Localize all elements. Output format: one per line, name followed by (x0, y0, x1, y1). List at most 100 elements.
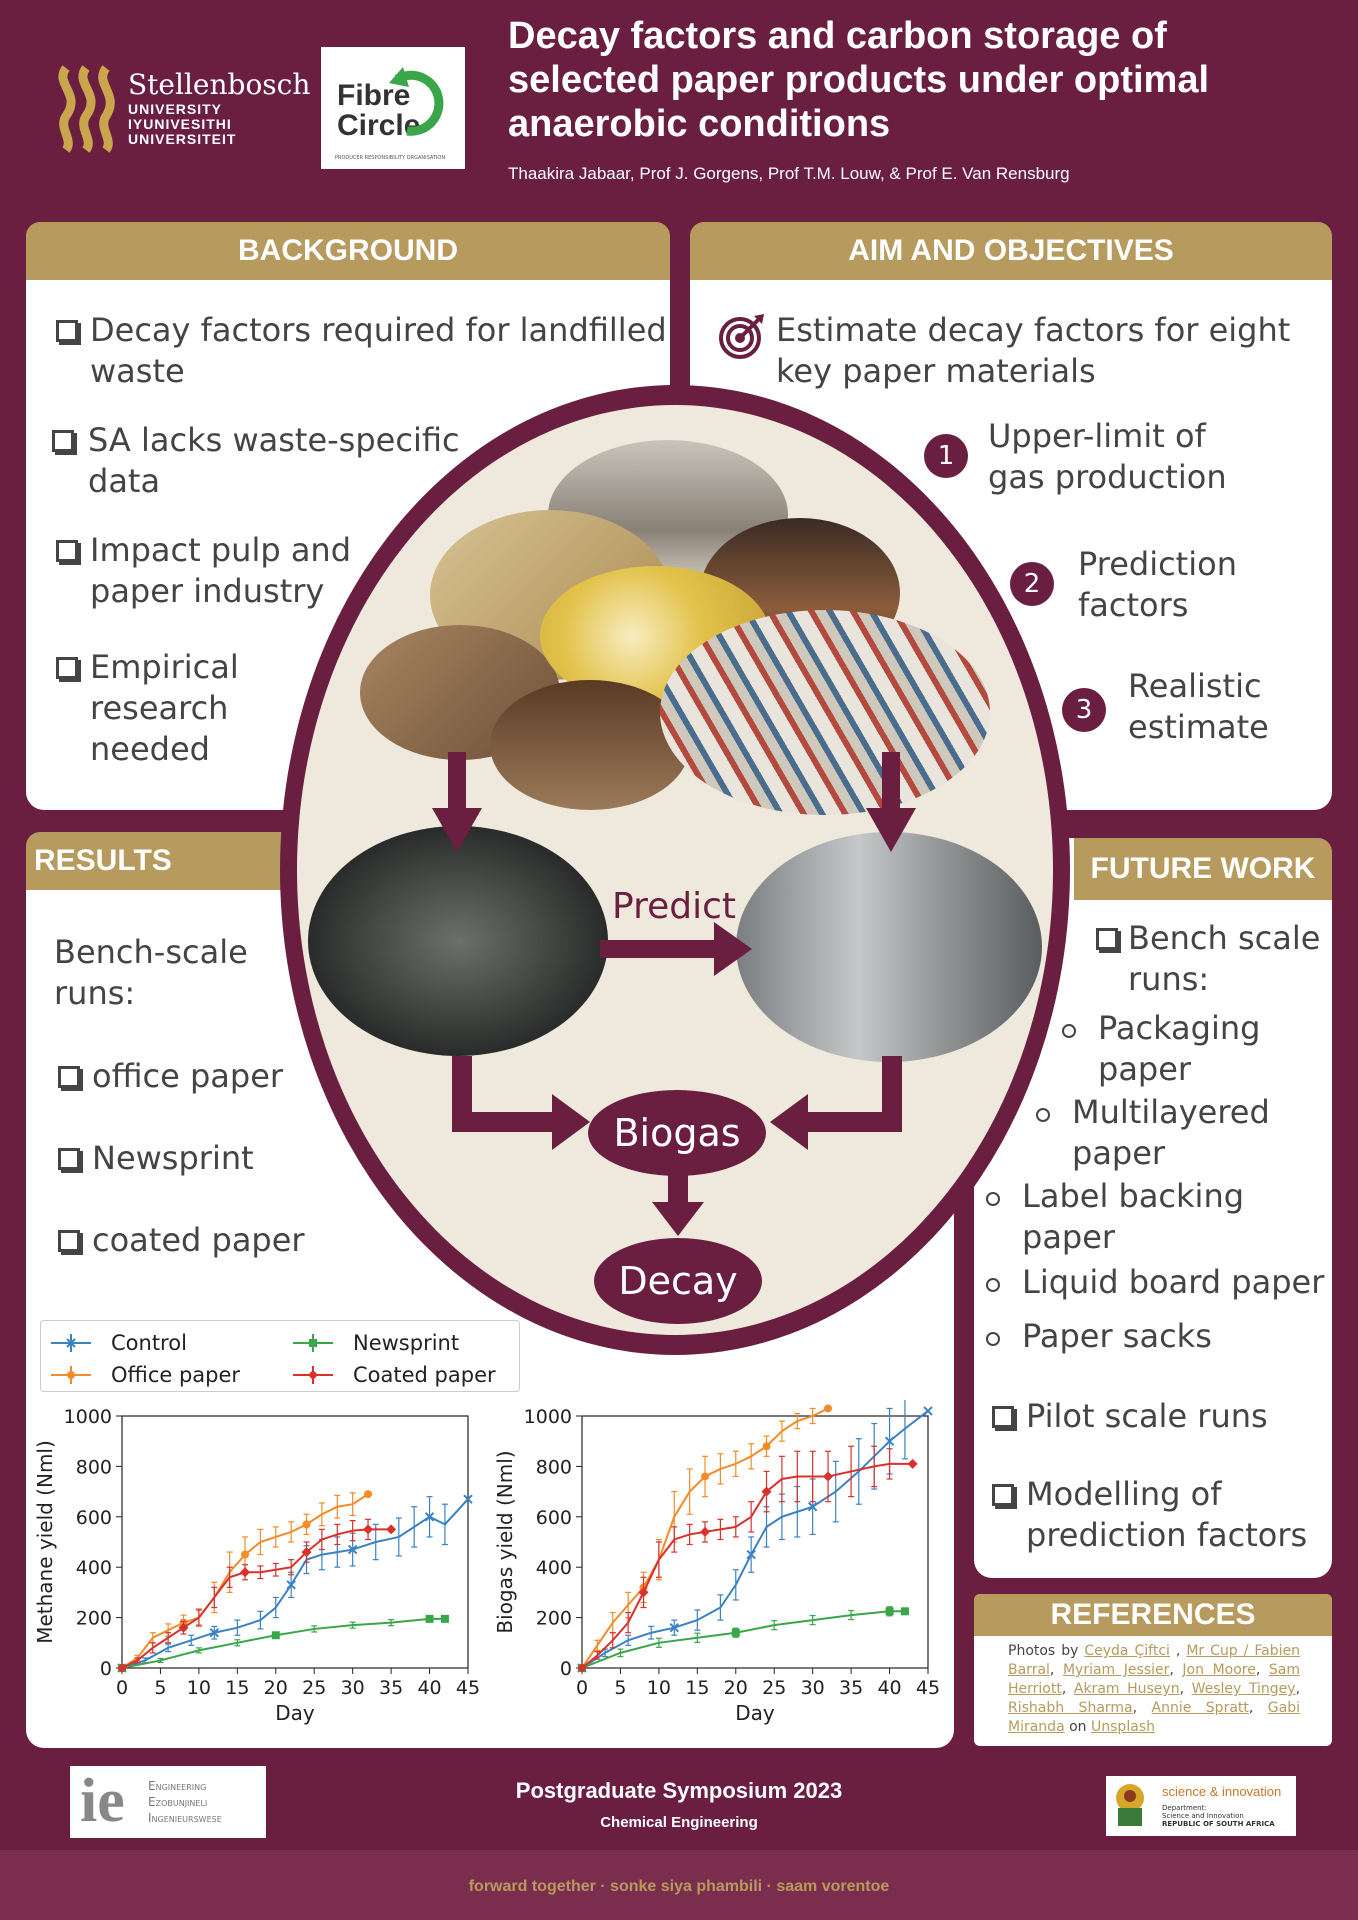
stellenbosch-name: Stellenbosch (128, 68, 311, 101)
future-sub-item: Liquid board paper (984, 1262, 1324, 1303)
data-point (884, 1436, 895, 1446)
data-point (347, 1544, 358, 1555)
objective-item: Upper-limit of gas production (988, 417, 1227, 496)
y-tick-label: 800 (76, 1456, 112, 1478)
data-point (286, 1580, 296, 1590)
objective-item: Realistic estimate (1128, 667, 1269, 746)
x-tick-label: 15 (685, 1677, 709, 1699)
arrow-head (866, 808, 916, 852)
ref-link[interactable]: Ceyda Çiftci (1084, 1643, 1170, 1659)
data-point (178, 1622, 189, 1633)
checkbox-icon (992, 1484, 1014, 1506)
ref-link[interactable]: Mr Cup / Fabien Barral (1008, 1643, 1300, 1678)
coat-of-arms-icon (1116, 1784, 1144, 1826)
results-item: office paper (56, 1056, 283, 1097)
series-3 (577, 1445, 918, 1673)
checkbox-icon (52, 430, 74, 452)
diagram-arrows (432, 752, 916, 1236)
x-tick-label: 20 (264, 1677, 288, 1699)
results-item: coated paper (56, 1220, 305, 1261)
y-tick-label: 0 (560, 1658, 572, 1680)
data-point (823, 1471, 834, 1482)
data-point (824, 1404, 833, 1413)
ref-link[interactable]: Jon Moore (1182, 1662, 1256, 1678)
poster-title: Decay factors and carbon storage of sele… (508, 15, 1210, 145)
checkbox-icon (56, 657, 78, 679)
data-point (302, 1520, 311, 1529)
dst-sub: Department: Science and Innovation REPUB… (1162, 1804, 1275, 1828)
x-axis-label: Day (735, 1701, 775, 1725)
arrow-head (770, 1094, 808, 1150)
arrow-shaft (668, 1174, 688, 1206)
ref-link[interactable]: Annie Spratt (1151, 1700, 1249, 1716)
x-tick-label: 0 (116, 1677, 128, 1699)
data-point (301, 1547, 312, 1558)
data-point (807, 1502, 818, 1512)
circle-bullet-icon (986, 1278, 1000, 1292)
ref-link[interactable]: Rishabh Sharma (1008, 1700, 1133, 1716)
department-name: Chemical Engineering (600, 1814, 758, 1831)
ref-link[interactable]: Akram Huseyn (1073, 1681, 1180, 1697)
dst-title: science & innovation (1162, 1784, 1282, 1799)
data-point (900, 1607, 909, 1616)
data-point (209, 1628, 219, 1638)
ie-mark-icon: ie (80, 1767, 125, 1835)
y-tick-label: 0 (100, 1658, 112, 1680)
plot-area (121, 1415, 469, 1669)
x-tick-label: 35 (379, 1677, 403, 1699)
data-point (731, 1628, 740, 1637)
y-tick-label: 1000 (64, 1406, 112, 1428)
data-point (271, 1631, 280, 1640)
checkbox-icon (56, 320, 78, 342)
footer-band (0, 1850, 1358, 1920)
fibre-circle-logo: Fibre Circle PRODUCER RESPONSIBILITY ORG… (321, 47, 465, 169)
stellenbosch-logo (52, 64, 292, 154)
future-bench: Bench scale runs: (1094, 918, 1320, 1000)
x-tick-label: 40 (417, 1677, 441, 1699)
x-tick-label: 20 (724, 1677, 748, 1699)
arrow-shaft (600, 940, 718, 958)
ref-link[interactable]: Sam Herriott (1008, 1662, 1301, 1697)
data-point (701, 1472, 710, 1481)
ref-link[interactable]: Myriam Jessier (1062, 1662, 1170, 1678)
footer-tagline: forward together · sonke siya phambili ·… (468, 1878, 890, 1895)
data-point (364, 1490, 373, 1499)
target-icon (719, 314, 764, 359)
x-tick-label: 30 (341, 1677, 365, 1699)
y-tick-label: 800 (536, 1456, 572, 1478)
unsplash-link[interactable]: Unsplash (1091, 1719, 1155, 1735)
x-tick-label: 10 (187, 1677, 211, 1699)
x-tick-label: 5 (614, 1677, 626, 1699)
symposium-title: Postgraduate Symposium 2023 (515, 1778, 843, 1803)
series-line (121, 1528, 392, 1669)
future-heading: FUTURE WORK (1074, 838, 1332, 900)
fibre-circle-tagline: PRODUCER RESPONSIBILITY ORGANISATION (335, 155, 446, 161)
series-line (581, 1462, 913, 1669)
y-axis-label: Methane yield (Nml) (33, 1440, 57, 1644)
ref-link[interactable]: Gabi Miranda (1008, 1700, 1300, 1735)
arrow-head (432, 808, 482, 852)
series-line (121, 1617, 445, 1669)
bench-reactors-photo (308, 826, 608, 1056)
milk-carton-photo (490, 680, 690, 810)
x-tick-label: 40 (877, 1677, 901, 1699)
data-point (424, 1512, 435, 1522)
x-tick-label: 30 (801, 1677, 825, 1699)
checkbox-icon (58, 1148, 80, 1170)
data-point (762, 1442, 771, 1451)
legend-marker (66, 1338, 76, 1348)
background-heading: BACKGROUND (26, 222, 670, 280)
arrow-shaft (882, 752, 900, 814)
data-point (363, 1524, 374, 1535)
ref-link[interactable]: Wesley Tingey (1191, 1681, 1296, 1697)
background-item: Empirical research needed (54, 647, 239, 770)
background-item: Impact pulp and paper industry (54, 530, 351, 612)
legend-marker (67, 1371, 75, 1379)
arrow-head (652, 1202, 704, 1236)
data-point (923, 1406, 933, 1416)
arrow-shaft (452, 1112, 556, 1132)
data-point (386, 1524, 397, 1535)
results-item: Newsprint (56, 1138, 254, 1179)
